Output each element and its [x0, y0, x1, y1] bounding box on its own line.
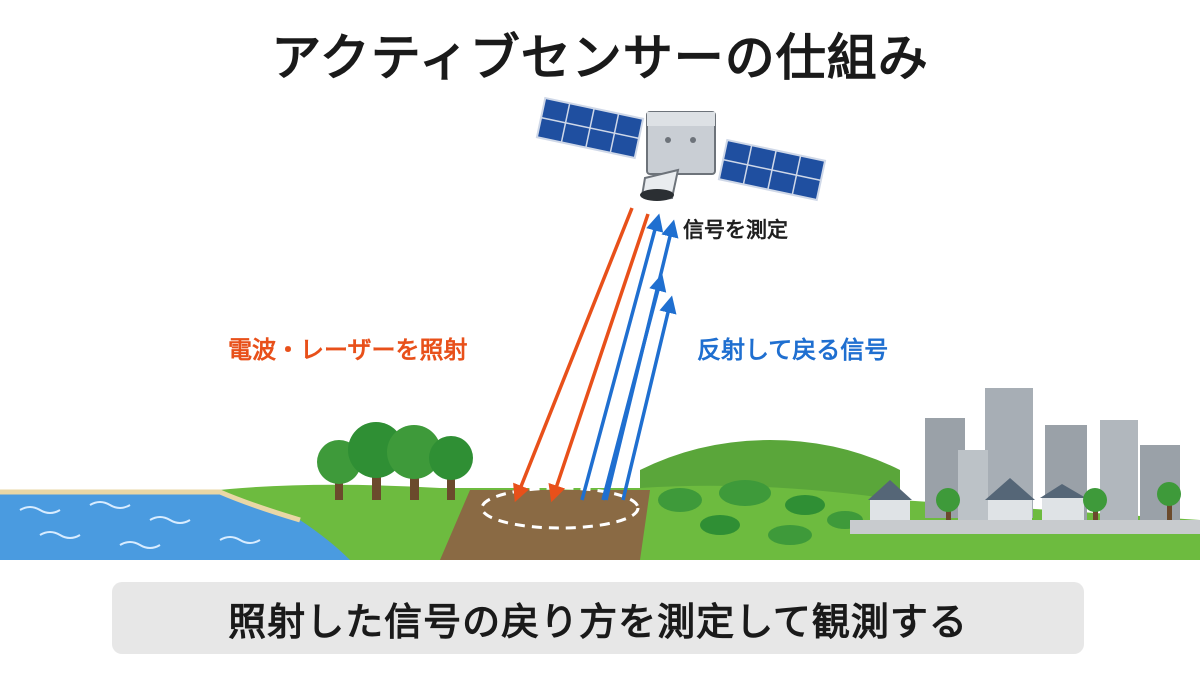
- building-icon: [925, 388, 1180, 520]
- emit-label: 電波・レーザーを照射: [228, 336, 468, 364]
- caption-text: 照射した信号の戻り方を測定して観測する: [228, 599, 968, 644]
- emitted-signal-arrows: [513, 207, 650, 503]
- city-trees: [936, 482, 1181, 523]
- page-title: アクティブセンサーの仕組み: [271, 29, 929, 87]
- road: [850, 520, 1200, 534]
- return-signal-arrows: [580, 213, 679, 501]
- satellite-icon: [535, 96, 827, 202]
- tree-icon: [317, 422, 473, 500]
- water-icon: [0, 489, 350, 560]
- measure-label: 信号を測定: [683, 218, 788, 242]
- caption-box: 照射した信号の戻り方を測定して観測する: [112, 582, 1084, 654]
- target-area: [480, 486, 640, 530]
- hill: [640, 440, 900, 500]
- return-label: 反射して戻る信号: [697, 336, 889, 364]
- soil-patch: [440, 490, 650, 560]
